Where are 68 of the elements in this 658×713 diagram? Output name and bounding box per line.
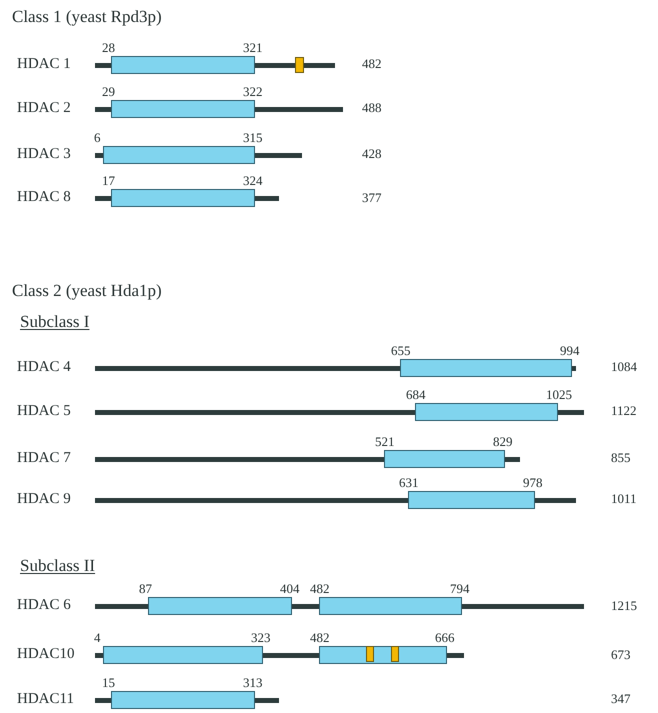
domain-box [111, 56, 255, 74]
domain-box [111, 100, 255, 118]
residue-number: 322 [243, 85, 262, 98]
residue-number: 324 [243, 174, 262, 187]
subclass-heading: Subclass II [20, 555, 96, 576]
residue-number: 978 [523, 476, 542, 489]
domain-box [384, 450, 505, 468]
residue-number: 794 [450, 582, 470, 595]
residue-number: 28 [102, 41, 115, 54]
protein-length: 428 [362, 146, 382, 162]
domain-box [319, 646, 447, 664]
residue-number: 321 [243, 41, 262, 54]
residue-number: 1025 [546, 388, 572, 401]
protein-name: HDAC 8 [17, 188, 71, 207]
residue-number: 482 [310, 631, 330, 644]
section-heading: Class 1 (yeast Rpd3p) [12, 6, 162, 28]
residue-number: 87 [139, 582, 152, 595]
residue-number: 15 [102, 676, 115, 689]
protein-name: HDAC 2 [17, 99, 71, 118]
domain-box [415, 403, 558, 421]
subclass-heading: Subclass I [20, 311, 90, 332]
residue-number: 315 [243, 131, 262, 144]
protein-length: 482 [362, 56, 382, 72]
residue-number: 323 [251, 631, 270, 644]
residue-number: 404 [280, 582, 300, 595]
domain-box [103, 146, 255, 164]
protein-length: 1011 [611, 491, 637, 508]
protein-length: 347 [611, 691, 630, 708]
protein-name: HDAC 7 [17, 449, 71, 468]
protein-name: HDAC 1 [17, 55, 71, 74]
residue-number: 631 [399, 476, 418, 489]
residue-number: 6 [94, 131, 100, 144]
protein-length: 377 [362, 190, 382, 206]
residue-number: 666 [435, 631, 454, 644]
section-heading: Class 2 (yeast Hda1p) [12, 280, 162, 302]
protein-name: HDAC 6 [17, 596, 71, 615]
protein-length: 1122 [611, 403, 637, 420]
domain-box [148, 597, 292, 615]
protein-name: HDAC 4 [17, 358, 71, 377]
protein-name: HDAC11 [17, 690, 74, 709]
protein-length: 855 [611, 450, 630, 466]
residue-number: 829 [493, 435, 512, 448]
protein-length: 1084 [611, 359, 637, 376]
domain-box [103, 646, 263, 664]
residue-number: 4 [94, 631, 100, 644]
protein-name: HDAC 9 [17, 490, 71, 509]
domain-box [111, 691, 255, 709]
residue-number: 313 [243, 676, 262, 689]
protein-name: HDAC 5 [17, 402, 71, 421]
residue-number: 684 [406, 388, 426, 401]
motif-box [366, 646, 374, 662]
protein-length: 1215 [611, 598, 637, 614]
residue-number: 994 [560, 344, 580, 357]
protein-length: 673 [611, 647, 630, 664]
protein-name: HDAC 3 [17, 145, 71, 164]
protein-length: 488 [362, 100, 382, 116]
protein-name: HDAC10 [17, 645, 75, 664]
residue-number: 17 [102, 174, 115, 187]
domain-box [400, 359, 572, 377]
domain-box [111, 189, 255, 207]
motif-box [295, 57, 304, 73]
residue-number: 482 [310, 582, 330, 595]
motif-box [391, 646, 399, 662]
residue-number: 655 [391, 344, 410, 357]
domain-box [408, 491, 535, 509]
residue-number: 521 [375, 435, 394, 448]
domain-box [319, 597, 462, 615]
residue-number: 29 [102, 85, 115, 98]
